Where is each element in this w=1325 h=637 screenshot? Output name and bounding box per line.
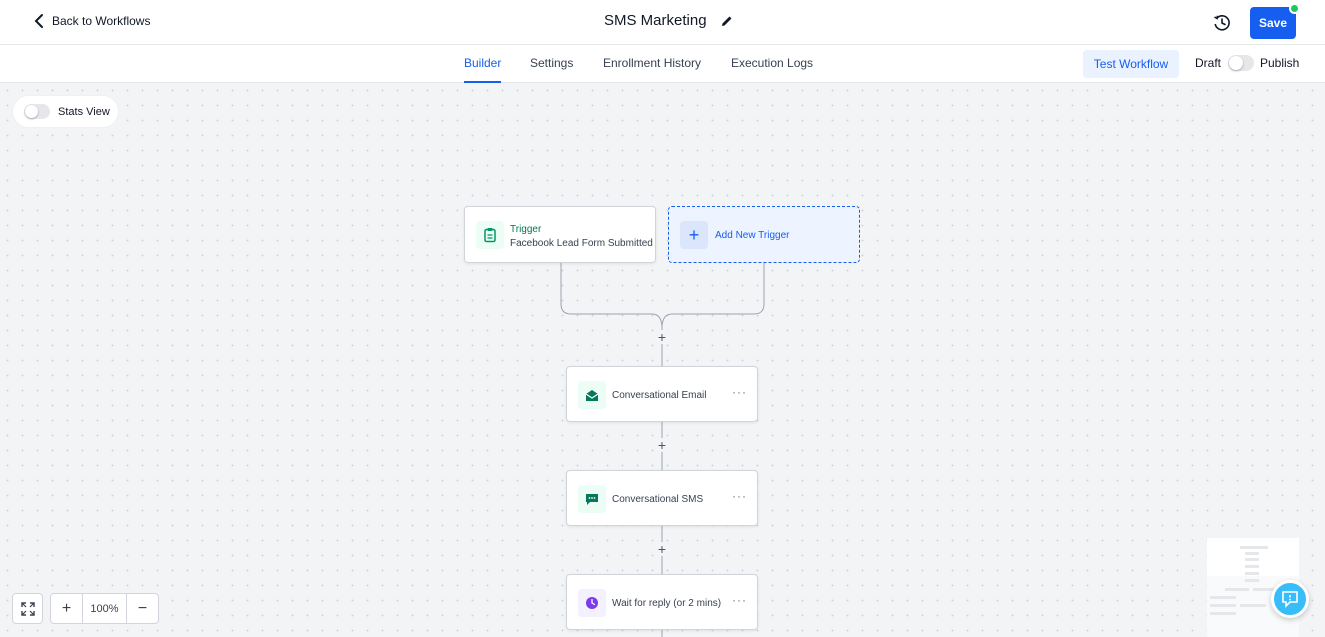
minimap-node [1225, 588, 1249, 591]
zoom-level: 100% [82, 594, 127, 623]
clipboard-icon [476, 221, 504, 249]
action-label: Conversational SMS [612, 494, 704, 505]
minimap-node [1240, 604, 1266, 607]
add-step-button[interactable]: + [655, 330, 669, 344]
minimap-node [1253, 588, 1277, 591]
action-label: Wait for reply (or 2 mins) [612, 598, 722, 609]
back-to-workflows-link[interactable]: Back to Workflows [32, 13, 150, 29]
action-card-email[interactable]: Conversational Email ··· [566, 366, 758, 422]
tab-execution-logs[interactable]: Execution Logs [731, 56, 814, 70]
minimap-node [1210, 596, 1236, 599]
publish-label: Publish [1260, 56, 1300, 70]
stats-view-toggle[interactable]: Stats View [13, 96, 118, 127]
minimap-node [1245, 579, 1259, 582]
test-workflow-button[interactable]: Test Workflow [1083, 50, 1179, 78]
more-options-icon[interactable]: ··· [732, 489, 747, 503]
add-trigger-label: Add New Trigger [715, 230, 790, 241]
tab-enrollment-history[interactable]: Enrollment History [603, 56, 702, 70]
minimap-node [1245, 552, 1259, 555]
minimap-node [1245, 572, 1259, 575]
minimap-node [1245, 558, 1259, 561]
add-step-button[interactable]: + [655, 542, 669, 556]
expand-icon [20, 601, 35, 616]
zoom-controls: + 100% − [50, 593, 159, 624]
email-icon [578, 381, 606, 409]
zoom-out-button[interactable]: − [137, 599, 148, 617]
draft-label: Draft [1195, 56, 1222, 70]
plus-icon: + [680, 221, 708, 249]
status-dot [1289, 3, 1300, 14]
toggle-knob [1229, 56, 1243, 70]
stats-switch[interactable] [24, 104, 50, 119]
minimap-node [1240, 546, 1268, 549]
pencil-icon[interactable] [721, 15, 733, 27]
chat-icon [578, 485, 606, 513]
action-card-sms[interactable]: Conversational SMS ··· [566, 470, 758, 526]
publish-toggle[interactable] [1228, 55, 1254, 71]
tab-settings[interactable]: Settings [530, 56, 574, 70]
minimap-node [1245, 565, 1259, 568]
action-card-wait[interactable]: Wait for reply (or 2 mins) ··· [566, 574, 758, 630]
chat-help-icon [1282, 591, 1298, 608]
action-label: Conversational Email [612, 390, 707, 401]
trigger-card[interactable]: Trigger Facebook Lead Form Submitted [464, 206, 656, 263]
tab-bar: Builder Settings Enrollment History Exec… [0, 45, 1325, 83]
more-options-icon[interactable]: ··· [732, 593, 747, 607]
trigger-subtitle: Facebook Lead Form Submitted [510, 238, 653, 249]
minimap-node [1210, 612, 1236, 615]
help-chat-button[interactable] [1271, 580, 1309, 618]
clock-icon [578, 589, 606, 617]
workflow-title: SMS Marketing [604, 12, 733, 29]
back-label: Back to Workflows [52, 14, 151, 28]
history-icon[interactable] [1213, 14, 1231, 32]
fit-view-button[interactable] [12, 593, 43, 624]
workflow-canvas[interactable]: Stats View Trigger Facebook Lead Form Su… [0, 83, 1325, 637]
minimap-node [1210, 604, 1236, 607]
more-options-icon[interactable]: ··· [732, 385, 747, 399]
top-bar: Back to Workflows SMS Marketing Save [0, 0, 1325, 45]
add-step-button[interactable]: + [655, 438, 669, 452]
chevron-left-icon [34, 14, 43, 28]
minimap-viewport [1207, 538, 1299, 576]
tab-builder[interactable]: Builder [464, 56, 502, 83]
page-title: SMS Marketing [604, 12, 707, 29]
add-new-trigger-button[interactable]: + Add New Trigger [668, 206, 860, 263]
zoom-in-button[interactable]: + [61, 599, 72, 617]
toggle-knob [25, 105, 38, 118]
stats-view-label: Stats View [58, 105, 110, 118]
save-button[interactable]: Save [1250, 7, 1296, 39]
trigger-title: Trigger [510, 224, 542, 235]
